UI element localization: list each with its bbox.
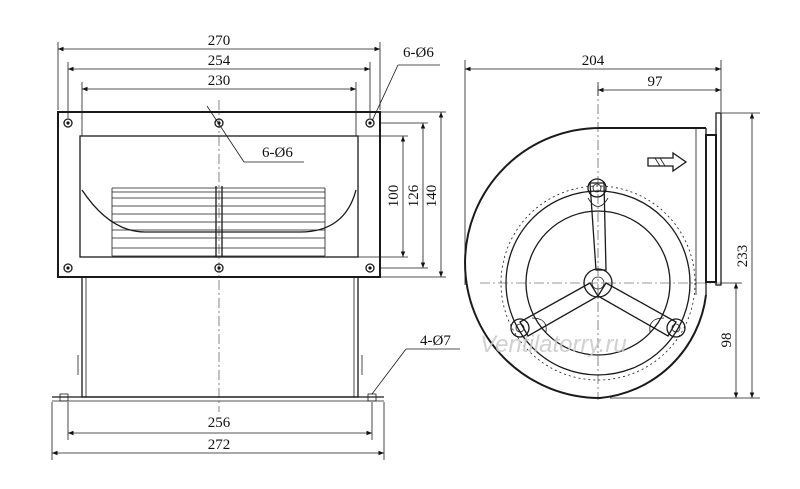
dim-272-label: 272: [208, 437, 231, 453]
leader-holes-top: 6-Ø6: [371, 45, 440, 122]
dim-254: 254: [67, 53, 371, 118]
dim-230: 230: [81, 73, 357, 136]
dim-256-label: 256: [208, 415, 231, 431]
dim-height-set: 100 126 140: [358, 111, 446, 278]
dim-100-label: 100: [386, 185, 402, 208]
dim-272: 272: [51, 402, 385, 460]
dim-270-label: 270: [208, 33, 231, 49]
front-view: 270 254 230 6-Ø6 6-Ø6: [51, 33, 460, 460]
dim-126-label: 126: [406, 184, 422, 207]
side-outlet-flange: [695, 112, 722, 295]
front-housing-body: [52, 276, 384, 402]
watermark: Ventilatorry.ru: [480, 331, 627, 358]
dim-140-label: 140: [424, 185, 440, 208]
dim-97: 97: [597, 74, 721, 96]
dim-254-label: 254: [208, 53, 231, 69]
leader-holes-inner: 6-Ø6: [206, 105, 304, 163]
leader-base-holes: 4-Ø7: [371, 333, 460, 395]
impeller-blades: [81, 186, 357, 257]
dim-98-label: 98: [719, 333, 735, 348]
dim-97-label: 97: [648, 74, 664, 90]
dim-233: 233: [610, 112, 760, 399]
dim-233-label: 233: [735, 245, 751, 268]
dim-204: 204: [464, 53, 722, 285]
holes-inner-label: 6-Ø6: [262, 145, 293, 161]
dim-230-label: 230: [208, 73, 231, 89]
outlet-arrow-icon: [647, 151, 688, 173]
dim-270: 270: [57, 33, 381, 110]
motor-support-spider: [510, 178, 686, 338]
holes-top-label: 6-Ø6: [403, 45, 434, 61]
dim-204-label: 204: [582, 53, 605, 69]
side-view: 204 97 233 98 Ventilatorry.ru: [464, 53, 760, 400]
base-holes-label: 4-Ø7: [420, 333, 451, 349]
dim-98: 98: [719, 282, 742, 398]
dim-256: 256: [67, 402, 373, 440]
scroll-housing: [464, 127, 707, 400]
